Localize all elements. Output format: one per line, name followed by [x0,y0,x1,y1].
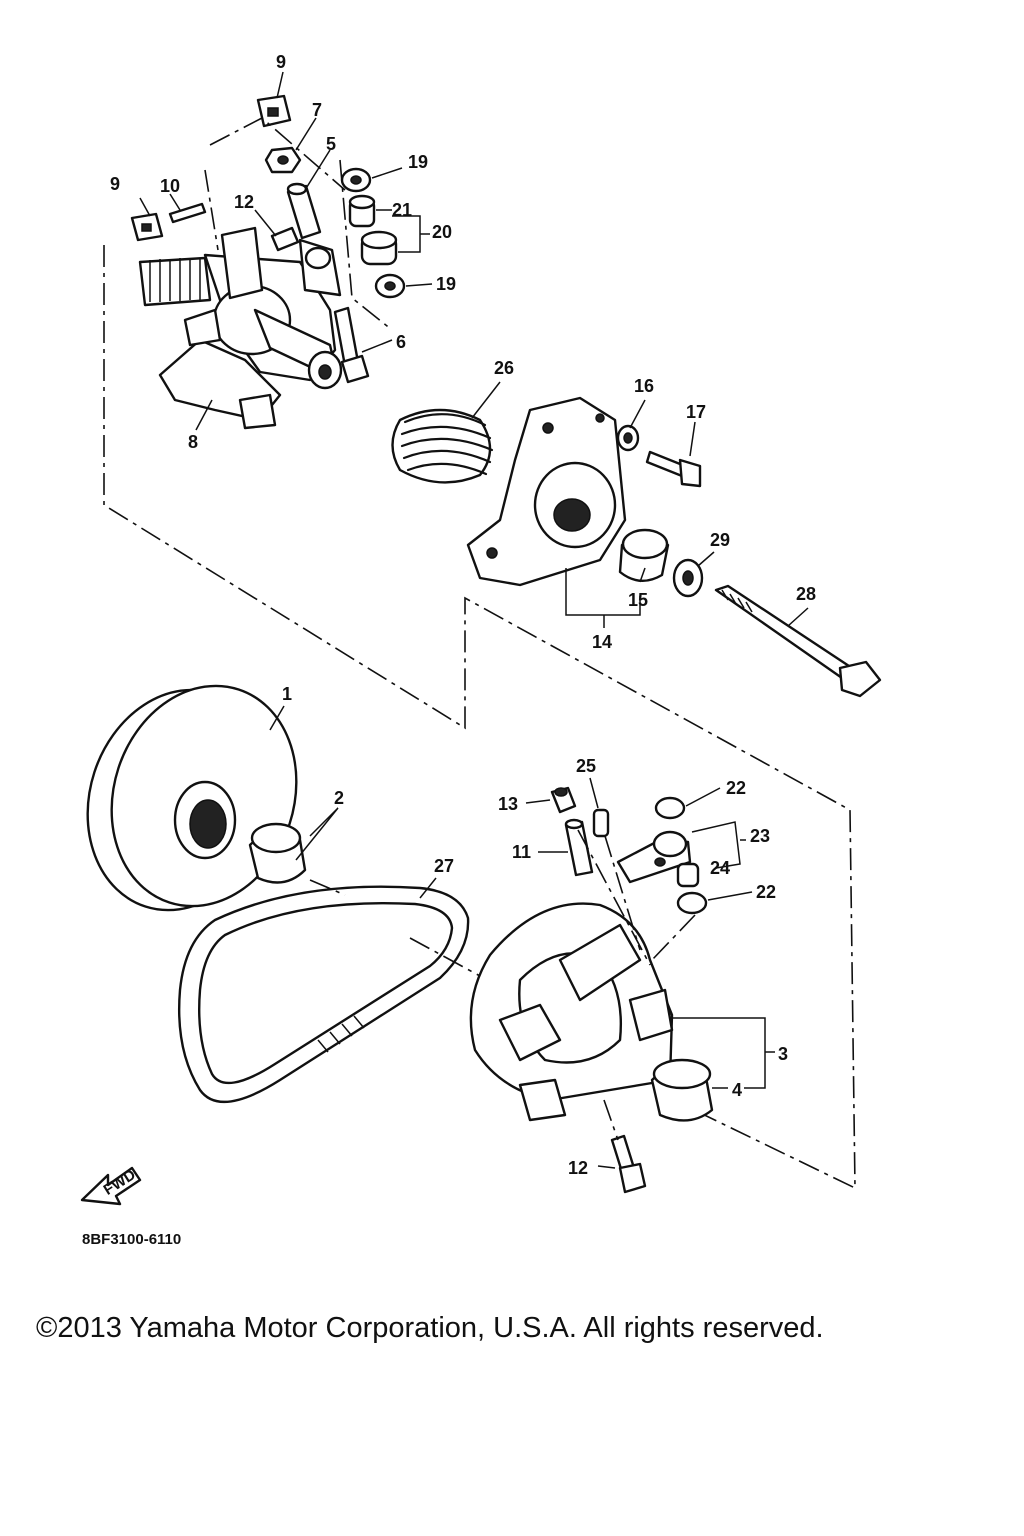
part-22-washer-top [654,796,686,820]
part-16-bushing [618,528,670,582]
callout-22-top: 22 [726,778,746,798]
callout-22-bottom: 22 [756,882,776,902]
callout-13: 12 [568,1158,588,1178]
callout-9-left: 9 [110,174,120,194]
part-4-collar [650,1058,714,1122]
callout-23: 23 [750,826,770,846]
callout-5: 5 [326,134,336,154]
part-10-pin [168,202,207,224]
callout-2: 2 [334,788,344,808]
part-3-primary-sheave [469,902,674,1122]
assembly-outline [103,245,856,1190]
part-25-pin [592,808,610,838]
part-24-collar [676,862,700,888]
callout-14: 13 [498,794,518,814]
copyright-notice: ©2013 Yamaha Motor Corporation, U.S.A. A… [36,1312,824,1344]
part-13-bolt [610,1134,647,1194]
part-2-bushing [248,822,307,884]
callout-20: 20 [432,222,452,242]
callout-19-bottom: 19 [436,274,456,294]
callout-7: 7 [312,100,322,120]
callout-28: 28 [796,584,816,604]
callout-labels: 9 7 5 19 9 10 12 21 20 19 6 8 26 16 17 2… [82,52,816,1248]
fwd-arrow-icon: FWD [80,1166,142,1206]
callout-10: 10 [160,176,180,196]
part-17-bolt [645,450,702,488]
part-18-washer [616,424,640,452]
callout-11: 11 [512,842,531,862]
callout-19-top: 19 [408,152,428,172]
callout-25: 25 [576,756,596,776]
part-7-nut [264,146,302,174]
part-code: 8BF3100-6110 [82,1231,181,1248]
part-29-lock-washer [672,558,704,598]
callout-9-top: 9 [276,52,286,72]
part-14-cap-nut [550,786,577,814]
callout-21: 21 [392,200,412,220]
callout-15: 14 [592,632,612,652]
callout-18: 16 [634,376,654,396]
part-11-pin [564,818,594,877]
callout-3: 3 [778,1044,788,1064]
callout-6: 6 [396,332,406,352]
part-12-spring [270,226,300,252]
callout-29: 29 [710,530,730,550]
part-22-washer-bottom [676,891,708,915]
part-5-roller-pin [286,182,322,240]
callout-16: 15 [628,590,648,610]
callout-1: 1 [282,684,292,704]
part-8-primary-sheave-spider [138,226,343,430]
part-9-slider-top [256,94,292,128]
part-23-weight [616,830,692,884]
callout-17: 17 [686,402,706,422]
callout-26: 26 [494,358,514,378]
part-27-drive-belt [177,885,470,1104]
callout-12: 12 [234,192,254,212]
part-19-washer-top [340,167,372,193]
leader-lines [139,71,809,1169]
part-15-sheave-cap [466,396,627,587]
part-9-slider-left [130,212,164,242]
part-19-washer-bottom [374,273,406,299]
part-26-compression-spring [391,408,494,484]
part-20-roller [360,230,398,266]
callout-4: 4 [732,1080,742,1100]
part-21-collar [348,194,376,228]
callout-8: 8 [188,432,198,452]
part-28-long-bolt [714,584,882,698]
part-1-movable-sheave [86,684,298,912]
part-6-bolt [333,306,370,384]
callout-27: 27 [434,856,454,876]
callout-24: 24 [710,858,730,878]
